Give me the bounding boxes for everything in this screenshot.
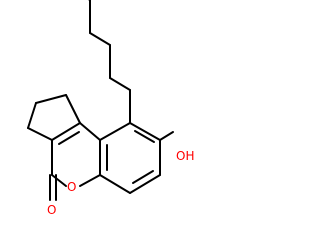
bond-ar-o bbox=[79, 174, 101, 187]
bond-o-co bbox=[51, 174, 67, 187]
bond-chain-4 bbox=[89, 32, 111, 46]
bond-c-ar bbox=[79, 122, 101, 141]
lactone-ring bbox=[49, 122, 101, 201]
bond-ar-6 bbox=[99, 122, 131, 141]
carbonyl-oxygen-label: O bbox=[47, 203, 56, 217]
bond-chain-2 bbox=[109, 77, 131, 91]
bond-ar-1 bbox=[129, 122, 161, 141]
bond-c-c bbox=[51, 122, 81, 141]
molecule-diagram: OH O O bbox=[27, 0, 194, 217]
cyclopentane-ring bbox=[27, 94, 81, 141]
bond-cp-3 bbox=[27, 102, 37, 129]
ring-oxygen-label: O bbox=[67, 180, 76, 194]
benzene-ring bbox=[99, 122, 161, 194]
double-bond-ar-2 bbox=[132, 170, 154, 184]
double-bond-ar-1 bbox=[134, 130, 155, 143]
hexyl-chain bbox=[88, 0, 131, 124]
bond-cp-1 bbox=[65, 94, 81, 124]
bond-ar-4 bbox=[99, 174, 131, 194]
bond-ar-3 bbox=[129, 174, 161, 194]
hydroxyl-label: OH bbox=[176, 149, 194, 163]
double-bond-lactone bbox=[58, 131, 80, 145]
bond-cp-2 bbox=[35, 94, 67, 104]
structure-canvas: OH O O bbox=[27, 0, 194, 217]
bond-cp-4 bbox=[27, 127, 53, 141]
bond-c-oh bbox=[159, 131, 174, 141]
